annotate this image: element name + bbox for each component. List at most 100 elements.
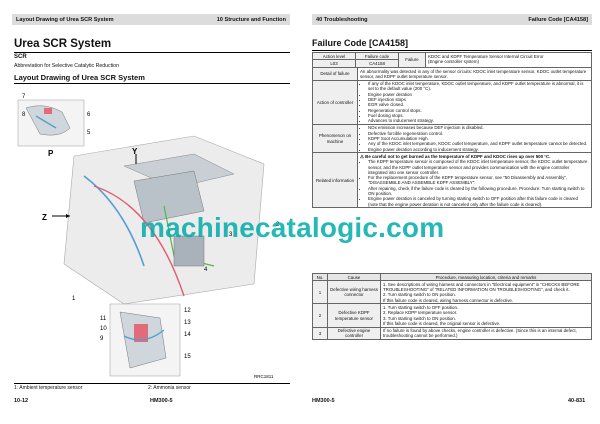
inset-lower-pump bbox=[134, 324, 148, 342]
scr-layout-diagram: 7 8 6 5 P Y Z 4 3 2 1 12 13 14 11 10 9 1… bbox=[17, 94, 280, 379]
callout-y: Y bbox=[132, 147, 138, 156]
right-footer-page: 40-831 bbox=[568, 398, 586, 404]
callout-8: 8 bbox=[22, 112, 26, 118]
abbr-description: Abbreviation for Selective Catalytic Red… bbox=[14, 63, 119, 69]
left-page: Layout Drawing of Urea SCR System 10 Str… bbox=[12, 14, 290, 404]
section-rule bbox=[14, 83, 290, 84]
transmission-block bbox=[173, 235, 205, 267]
callout-9: 9 bbox=[100, 336, 104, 342]
callout-p: P bbox=[48, 149, 54, 158]
callout-11: 11 bbox=[100, 316, 107, 322]
procedure-step: 1. Turn starting switch to OFF position. bbox=[383, 304, 459, 310]
callout-5: 5 bbox=[87, 130, 91, 136]
action-item: EGR valve closed. bbox=[368, 102, 589, 107]
procedure-step: 3. Turn starting switch to ON position. bbox=[383, 315, 456, 321]
phenomenon-item: Any of the KDOC inlet temperature, KDOC … bbox=[368, 141, 589, 146]
cause-no: 3 bbox=[312, 326, 328, 341]
cause-procedure: 1. See descriptions of wiring harness an… bbox=[380, 280, 592, 305]
callout-2: 2 bbox=[276, 222, 280, 228]
cause-table: No. Cause Procedure, measuring location,… bbox=[312, 272, 592, 341]
phenomenon-item: NOx emission increases because DEF injec… bbox=[368, 125, 589, 130]
callout-10: 10 bbox=[100, 326, 107, 332]
inset-p-part bbox=[25, 105, 71, 136]
failure-code-label: Failure code bbox=[355, 51, 399, 61]
callout-14: 14 bbox=[184, 332, 191, 338]
phenomenon-item: KDPF Soot Accumulation High. bbox=[368, 136, 589, 141]
procedure-step: 1. See descriptions of wiring harness an… bbox=[383, 281, 580, 293]
procedure-step: 2. Replace KDPF temperature sensor. bbox=[383, 310, 458, 316]
view-z-arrowhead bbox=[66, 214, 70, 218]
detail-text: An abnormality was detected in any of th… bbox=[357, 67, 592, 81]
right-header-title: Failure Code [CA4158] bbox=[528, 16, 588, 23]
def-line-2 bbox=[93, 185, 185, 297]
engine-body bbox=[133, 170, 205, 224]
left-header-title: Layout Drawing of Urea SCR System bbox=[16, 16, 114, 23]
action-level-value: L03 bbox=[312, 59, 356, 68]
cause-head-no: No. bbox=[312, 272, 328, 282]
action-item: If any of the KDOC inlet temperature, KD… bbox=[368, 81, 589, 92]
inset-p-pipe bbox=[35, 115, 57, 129]
related-item: Engine power deration is canceled by tur… bbox=[368, 196, 589, 207]
right-header-section: 40 Troubleshooting bbox=[316, 16, 368, 23]
left-header-section: 10 Structure and Function bbox=[216, 16, 286, 23]
abbr-term: SCR bbox=[14, 54, 27, 60]
callout-13: 13 bbox=[184, 320, 191, 326]
fc-title-rule bbox=[312, 50, 592, 51]
caption-rule bbox=[14, 383, 290, 384]
callout-4: 4 bbox=[204, 267, 208, 273]
action-cell: If any of the KDOC inlet temperature, KD… bbox=[357, 79, 592, 125]
callout-7: 7 bbox=[22, 94, 26, 100]
action-label: Action of controller bbox=[312, 79, 358, 125]
failure-detail-table: Detail of failure An abnormality was det… bbox=[312, 67, 592, 209]
failure-header-table: Action level Failure code Failure KDOC a… bbox=[312, 51, 592, 68]
left-footer-page: 10-12 bbox=[14, 398, 29, 404]
caption-1: 1: Ambient temperature sensor bbox=[14, 385, 83, 391]
failure-label: Failure bbox=[398, 52, 426, 68]
failure-code-title: Failure Code [CA4158] bbox=[312, 38, 409, 48]
detail-label: Detail of failure bbox=[312, 67, 358, 81]
related-cell: ⚠ Be careful not to get burned as the te… bbox=[357, 152, 592, 209]
failure-desc-line2: (Engine controller system) bbox=[428, 58, 479, 64]
cause-name: Defective wiring harness connector bbox=[327, 280, 381, 305]
phenomenon-label: Phenomenon on machine bbox=[312, 123, 358, 154]
callout-z: Z bbox=[42, 213, 47, 222]
section-heading: Layout Drawing of Urea SCR System bbox=[14, 73, 145, 82]
def-line-1 bbox=[83, 175, 145, 267]
action-item: Regeneration control stops. bbox=[368, 108, 589, 113]
caption-2: 2: Ammonia sensor bbox=[148, 385, 191, 391]
callout-6: 6 bbox=[87, 112, 91, 118]
action-item: DEF injection stops bbox=[368, 97, 589, 102]
warning-icon: ⚠ bbox=[360, 153, 366, 159]
left-header-bar: Layout Drawing of Urea SCR System 10 Str… bbox=[12, 14, 290, 25]
inset-lower-pipe bbox=[123, 329, 165, 341]
action-level-label: Action level bbox=[312, 51, 356, 61]
cause-name: Defective KDPF temperature sensor bbox=[327, 303, 381, 328]
failure-code-value: CA4158 bbox=[355, 59, 399, 68]
procedure-step: 2. Turn starting switch to ON position. bbox=[383, 292, 456, 298]
action-item: Advances to inducement strategy. bbox=[368, 118, 589, 123]
procedure-step: If no failure is found by above checks, … bbox=[383, 328, 577, 339]
failure-description: KDOC and KDPF Temperature Sensor Interna… bbox=[425, 52, 592, 68]
right-footer-model: HM300-5 bbox=[312, 398, 335, 404]
cause-head-procedure: Procedure, measuring location, criteria … bbox=[380, 272, 592, 282]
action-item: Fuel dosing stops. bbox=[368, 113, 589, 118]
cause-procedure: 1. Turn starting switch to OFF position.… bbox=[380, 303, 592, 328]
page-title: Urea SCR System bbox=[14, 38, 112, 50]
related-item: For the replacement procedure of the KDP… bbox=[368, 175, 589, 186]
callout-1: 1 bbox=[72, 296, 76, 302]
phenomenon-item: Engine power deration according to induc… bbox=[368, 147, 589, 152]
cause-no: 1 bbox=[312, 280, 328, 305]
related-label: Related information bbox=[312, 152, 358, 209]
related-item: The KDPF temperature sensor is composed … bbox=[368, 159, 589, 175]
callout-3: 3 bbox=[229, 232, 233, 238]
procedure-step: If this failure code is cleared, the ori… bbox=[383, 320, 501, 326]
callout-12: 12 bbox=[184, 308, 191, 314]
callout-15: 15 bbox=[184, 354, 191, 360]
burn-warning: ⚠ Be careful not to get burned as the te… bbox=[360, 154, 589, 159]
cause-head-cause: Cause bbox=[327, 272, 381, 282]
left-footer-model: HM300-5 bbox=[150, 398, 173, 404]
burn-warning-text: Be careful not to get burned as the temp… bbox=[365, 153, 551, 159]
cause-procedure: If no failure is found by above checks, … bbox=[380, 326, 592, 341]
watermark: machinecatalogic.com bbox=[140, 212, 445, 243]
cause-name: Defective engine controller bbox=[327, 326, 381, 341]
